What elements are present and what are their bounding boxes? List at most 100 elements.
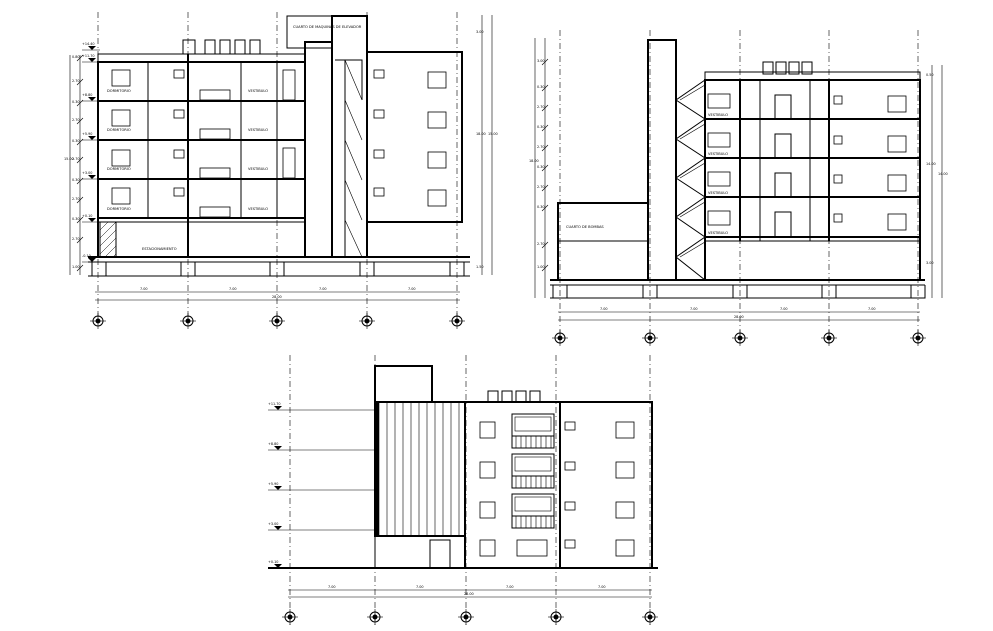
elevation-axis-marker-2 bbox=[367, 609, 383, 625]
section-a-axis-marker-3 bbox=[269, 313, 285, 329]
elevation-level-marks: +11.70 +8.80 +5.90 +3.00 +0.10 bbox=[268, 402, 375, 569]
section-a-level-mark-3: +8.80 bbox=[82, 93, 100, 102]
section-b-bottom-dimensions: 7.00 7.00 7.00 7.00 28.00 bbox=[558, 307, 920, 321]
section-a-right-dimensions: 3.00 18.00 1.50 15.00 bbox=[476, 15, 498, 275]
svg-text:+5.90: +5.90 bbox=[268, 482, 278, 486]
section-b-left-dim-10: 1.00 bbox=[537, 265, 545, 269]
section-b-left-dimensions: 3.000.302.700.302.700.302.700.302.701.00… bbox=[529, 38, 549, 298]
section-b-structure bbox=[550, 39, 926, 299]
elevation-bay-1: 7.00 bbox=[328, 585, 336, 589]
section-a-right-dim-1: 3.00 bbox=[476, 30, 484, 34]
section-a-floor-height-3: 0.30 bbox=[72, 100, 80, 104]
section-b-total-height: 18.00 bbox=[529, 159, 539, 163]
section-b-axis-marker-3 bbox=[732, 330, 748, 346]
section-a-floor-height-5: 0.30 bbox=[72, 139, 80, 143]
section-b-bay-4: 7.00 bbox=[868, 307, 876, 311]
section-a-axis-marker-2 bbox=[180, 313, 196, 329]
svg-text:+3.00: +3.00 bbox=[268, 522, 278, 526]
section-a-structure bbox=[88, 15, 470, 277]
elevation-bay-3: 7.00 bbox=[506, 585, 514, 589]
section-b-axis-marker-1 bbox=[552, 330, 568, 346]
section-b-left-dim-2: 0.30 bbox=[537, 85, 545, 89]
machine-room-label: CUARTO DE MAQUINAS DE ELEVADOR bbox=[293, 25, 362, 29]
elevation-level-mark-4: +3.00 bbox=[268, 522, 375, 531]
section-b-left-dim-7: 2.70 bbox=[537, 185, 545, 189]
elevation-windows bbox=[479, 421, 635, 557]
section-a-level-mark-7: -0.10 bbox=[82, 254, 100, 263]
section-a-level-mark-1: +14.40 bbox=[82, 42, 100, 51]
elevation-axis-markers bbox=[282, 609, 658, 625]
section-b-right-dim-2: 14.00 bbox=[926, 162, 936, 166]
section-b-labels: CUARTO DE BOMBAS VESTIBULO VESTIBULO VES… bbox=[566, 113, 728, 235]
section-a-bay-4: 7.00 bbox=[408, 287, 416, 291]
section-a-level-mark-5: +3.00 bbox=[82, 171, 100, 180]
section-a-right-total: 15.00 bbox=[488, 132, 498, 136]
section-b-axis-marker-2 bbox=[642, 330, 658, 346]
section-b-bay-3: 7.00 bbox=[780, 307, 788, 311]
lobby-label-2: VESTIBULO bbox=[248, 128, 268, 132]
elevation-level-mark-3: +5.90 bbox=[268, 482, 375, 491]
section-a-axis-marker-5 bbox=[449, 313, 465, 329]
section-b-bay-1: 7.00 bbox=[600, 307, 608, 311]
building-section-b: CUARTO DE BOMBAS VESTIBULO VESTIBULO VES… bbox=[529, 30, 948, 346]
building-section-a: CUARTO DE MAQUINAS DE ELEVADOR ESTACIONA… bbox=[64, 12, 498, 329]
lobby-label-3: VESTIBULO bbox=[248, 167, 268, 171]
section-b-right-dim-3: 3.00 bbox=[926, 261, 934, 265]
section-a-level-marks: +14.40+11.70+8.80+5.90+3.00+0.10-0.10 bbox=[82, 42, 100, 263]
elevation-structure bbox=[268, 365, 658, 569]
elevation-cladding bbox=[375, 402, 460, 536]
section-a-total-height: 15.00 bbox=[64, 157, 74, 161]
parking-label: ESTACIONAMIENTO bbox=[142, 247, 177, 251]
section-b-axis-marker-5 bbox=[910, 330, 926, 346]
section-a-hatch bbox=[99, 221, 117, 258]
section-b-left-dim-8: 0.30 bbox=[537, 205, 545, 209]
elevation-balconies bbox=[511, 413, 555, 529]
elevation-axis-marker-4 bbox=[548, 609, 564, 625]
svg-text:+11.70: +11.70 bbox=[82, 54, 95, 58]
section-a-floor-height-2: 2.70 bbox=[72, 79, 80, 83]
section-a-floor-height-9: 0.30 bbox=[72, 217, 80, 221]
elevation-bottom-dimensions: 7.00 7.00 7.00 7.00 28.00 bbox=[288, 585, 652, 598]
svg-text:+8.80: +8.80 bbox=[268, 442, 278, 446]
section-a-left-dimensions: 0.802.700.302.700.302.700.302.700.302.70… bbox=[64, 54, 84, 275]
section-b-left-dim-5: 2.70 bbox=[537, 145, 545, 149]
elevation-level-mark-1: +11.70 bbox=[268, 402, 375, 411]
section-b-left-dim-1: 3.00 bbox=[537, 59, 545, 63]
section-b-left-dim-6: 0.30 bbox=[537, 165, 545, 169]
section-b-windows bbox=[707, 93, 907, 231]
section-b-right-dimensions: 0.50 14.00 3.00 14.00 bbox=[926, 65, 948, 298]
section-b-axis-marker-4 bbox=[821, 330, 837, 346]
section-b-right-total: 14.00 bbox=[938, 172, 948, 176]
section-a-bay-3: 7.00 bbox=[319, 287, 327, 291]
elevation-level-mark-5: +0.10 bbox=[268, 560, 375, 569]
section-a-floor-height-7: 0.30 bbox=[72, 178, 80, 182]
section-a-axis-markers bbox=[90, 313, 465, 329]
b-lobby-label-1: VESTIBULO bbox=[708, 113, 728, 117]
section-a-floor-height-4: 2.70 bbox=[72, 118, 80, 122]
svg-text:+5.90: +5.90 bbox=[82, 132, 92, 136]
section-a-floor-height-10: 2.70 bbox=[72, 237, 80, 241]
section-a-floor-height-6: 2.70 bbox=[72, 157, 80, 161]
elevation-axis-marker-3 bbox=[458, 609, 474, 625]
b-lobby-label-3: VESTIBULO bbox=[708, 191, 728, 195]
svg-text:+14.40: +14.40 bbox=[82, 42, 95, 46]
section-a-floor-height-1: 0.80 bbox=[72, 55, 80, 59]
elevation-axis-marker-1 bbox=[282, 609, 298, 625]
section-a-floor-height-11: 1.00 bbox=[72, 265, 80, 269]
section-b-right-dim-1: 0.50 bbox=[926, 73, 934, 77]
section-a-labels: CUARTO DE MAQUINAS DE ELEVADOR ESTACIONA… bbox=[107, 25, 362, 251]
section-a-right-dim-3: 1.50 bbox=[476, 265, 484, 269]
elevation-bay-4: 7.00 bbox=[598, 585, 606, 589]
section-a-stairs bbox=[335, 59, 363, 258]
bedroom-label-1: DORMITORIO bbox=[107, 89, 131, 93]
svg-text:+11.70: +11.70 bbox=[268, 402, 281, 406]
section-a-axis-marker-4 bbox=[359, 313, 375, 329]
b-lobby-label-4: VESTIBULO bbox=[708, 231, 728, 235]
section-a-level-mark-2: +11.70 bbox=[82, 54, 100, 63]
bedroom-label-3: DORMITORIO bbox=[107, 167, 131, 171]
section-b-stairs bbox=[675, 79, 706, 281]
bedroom-label-2: DORMITORIO bbox=[107, 128, 131, 132]
section-a-right-dim-2: 18.00 bbox=[476, 132, 486, 136]
section-a-bay-1: 7.00 bbox=[140, 287, 148, 291]
section-b-left-dim-3: 2.70 bbox=[537, 105, 545, 109]
